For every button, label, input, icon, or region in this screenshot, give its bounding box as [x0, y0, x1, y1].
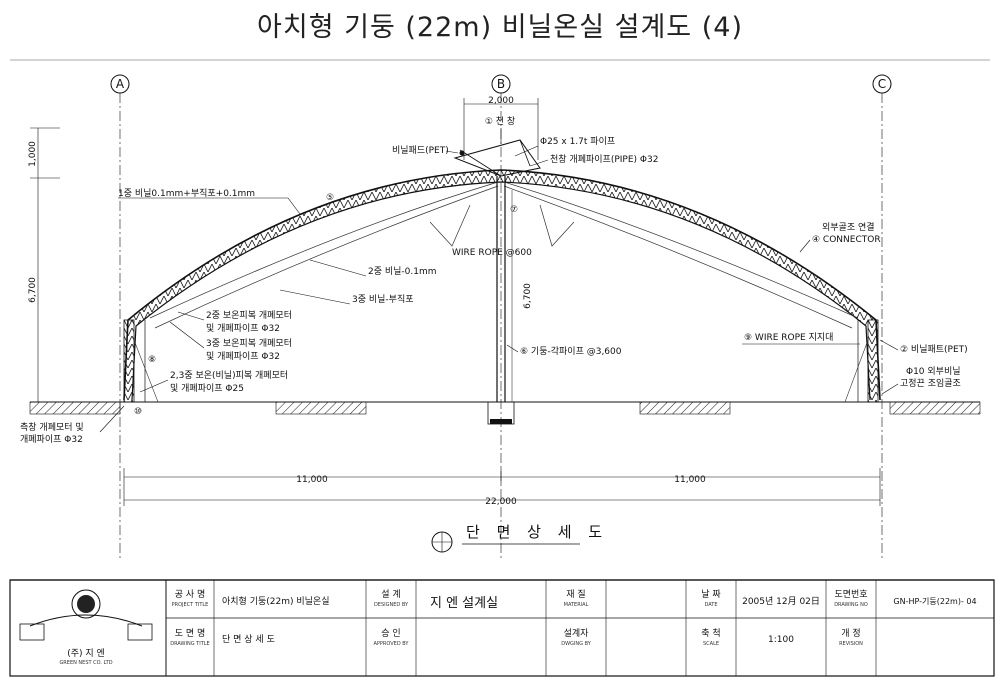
company-logo: [19, 589, 153, 641]
tb-date-value: 2005년 12月 02日: [742, 596, 820, 607]
tb-designer-sub: DWGING BY: [561, 641, 592, 647]
tb-dwgno-value: GN-HP-기둥(22m)- 04: [893, 597, 976, 606]
tb-project-sub: PROJECT TITLE: [172, 602, 209, 608]
tb-material-sub: MATERIAL: [564, 602, 589, 608]
tb-dwgno-sub: DRAWING NO: [834, 602, 868, 608]
tb-approve-label: 승 인: [381, 628, 400, 639]
label-side-motor-2: 개폐파이프 Φ32: [20, 433, 83, 445]
title-block: (주) 지 엔 GREEN NEST CO. LTD 공 사 명 PROJECT…: [9, 579, 995, 677]
tb-scale-value: 1:100: [768, 635, 794, 645]
tb-date-label: 날 짜: [701, 589, 721, 600]
company-name: (주) 지 엔: [67, 648, 105, 659]
label-l2-motor-2: 및 개폐파이프 Φ32: [206, 322, 280, 334]
label-pipe: Φ25 x 1.7t 파이프: [540, 136, 615, 147]
roof-vent: [453, 139, 541, 177]
label-outer-fix-2: 고정끈 조임골조: [900, 377, 961, 389]
label-layer1: 1중 비닐0.1mm+부직포+0.1mm: [118, 188, 255, 199]
label-roof-vent: ① 천 창: [485, 116, 515, 127]
label-n8: ⑧: [148, 355, 156, 365]
axis-b-label: B: [497, 77, 505, 91]
label-vinyl-pet-right: ② 비닐패트(PET): [900, 344, 968, 355]
tb-design-label: 설 계: [381, 588, 400, 600]
label-layer2: 2중 비닐-0.1mm: [368, 266, 437, 277]
label-wire-support: ⑨ WIRE ROPE 지지대: [744, 332, 833, 343]
tb-project-value: 아치형 기둥(22m) 비닐온실: [222, 595, 329, 607]
label-l3-motor-2: 및 개폐파이프 Φ32: [206, 350, 280, 362]
label-outer-fix-1: Φ10 외부비닐: [906, 365, 961, 377]
label-l23-motor-1: 2,3중 보온(비닐)피복 개폐모터: [170, 369, 288, 381]
company-en: GREEN NEST CO. LTD: [59, 660, 112, 666]
axis-c-label: C: [878, 77, 886, 91]
dim-bottom: 11,000 11,000 22,000: [123, 468, 881, 507]
label-side-motor-1: 측창 개폐모터 및: [20, 421, 84, 433]
label-layer3: 3중 비닐-부직포: [352, 294, 414, 305]
dim-left-main-text: 6,700: [28, 277, 38, 303]
dim-half-left-text: 11,000: [296, 475, 328, 485]
dim-total-text: 22,000: [485, 497, 517, 507]
tb-drawing-value: 단 면 상 세 도: [222, 634, 275, 645]
tb-date-sub: DATE: [704, 602, 717, 608]
label-l3-motor-1: 3중 보온피복 개폐모터: [206, 337, 292, 349]
drawing-title: 아치형 기둥 (22m) 비닐온실 설계도 (4): [257, 12, 743, 43]
dim-left: 1,000 6,700: [28, 127, 60, 403]
label-outer-conn-1: 외부골조 연결: [822, 221, 875, 233]
label-l2-motor-1: 2중 보온피복 개폐모터: [206, 309, 292, 321]
tb-rev-sub: REVISION: [839, 641, 863, 647]
tb-scale-label: 축 척: [701, 628, 720, 639]
axis-a-label: A: [116, 77, 125, 91]
label-vinyl-pet-top: 비닐패드(PET): [392, 145, 449, 156]
axis-a: A: [110, 74, 130, 560]
dim-center-height-text: 6,700: [523, 283, 533, 309]
tb-rev-label: 개 정: [841, 628, 860, 639]
dim-top-width-text: 2,000: [488, 96, 514, 106]
tb-design-sub: DESIGNED BY: [374, 602, 409, 608]
tb-material-label: 재 질: [566, 588, 585, 600]
outer-arch: [123, 169, 881, 401]
tb-drawing-sub: DRAWING TITLE: [170, 641, 209, 647]
tb-drawing-label: 도 면 명: [175, 628, 206, 639]
center-column: 6,700: [496, 176, 533, 402]
label-l23-motor-2: 및 개폐파이프 Φ25: [170, 382, 244, 394]
dim-half-right-text: 11,000: [674, 475, 706, 485]
section-title: 단 면 상 세 도: [466, 523, 608, 541]
label-n5: ⑤: [326, 193, 334, 203]
tb-scale-sub: SCALE: [703, 641, 719, 647]
label-wire-rope: WIRE ROPE @600: [452, 248, 532, 258]
tb-approve-sub: APPROVED BY: [373, 641, 409, 647]
inner-layers: [123, 181, 879, 403]
dim-left-upper-text: 1,000: [28, 141, 38, 167]
tb-project-label: 공 사 명: [175, 589, 206, 600]
label-n7: ⑦: [510, 205, 518, 215]
label-column: ⑥ 기둥-각파이프 @3,600: [520, 345, 622, 357]
label-vent-pipe: 천창 개폐파이프(PIPE) Φ32: [550, 153, 658, 165]
tb-design-value: 지 엔 설계실: [430, 596, 498, 611]
axis-b: B: [491, 74, 511, 560]
tb-designer-label: 설계자: [564, 627, 590, 639]
tb-dwgno-label: 도면번호: [834, 589, 867, 600]
axis-c: C: [872, 74, 892, 560]
label-outer-conn-2: ④ CONNECTOR: [812, 235, 881, 245]
label-n10: ⑩: [134, 407, 142, 417]
section-title-group: 단 면 상 세 도: [431, 523, 608, 553]
ground: [29, 401, 981, 425]
dim-top-width: 2,000: [463, 96, 539, 160]
